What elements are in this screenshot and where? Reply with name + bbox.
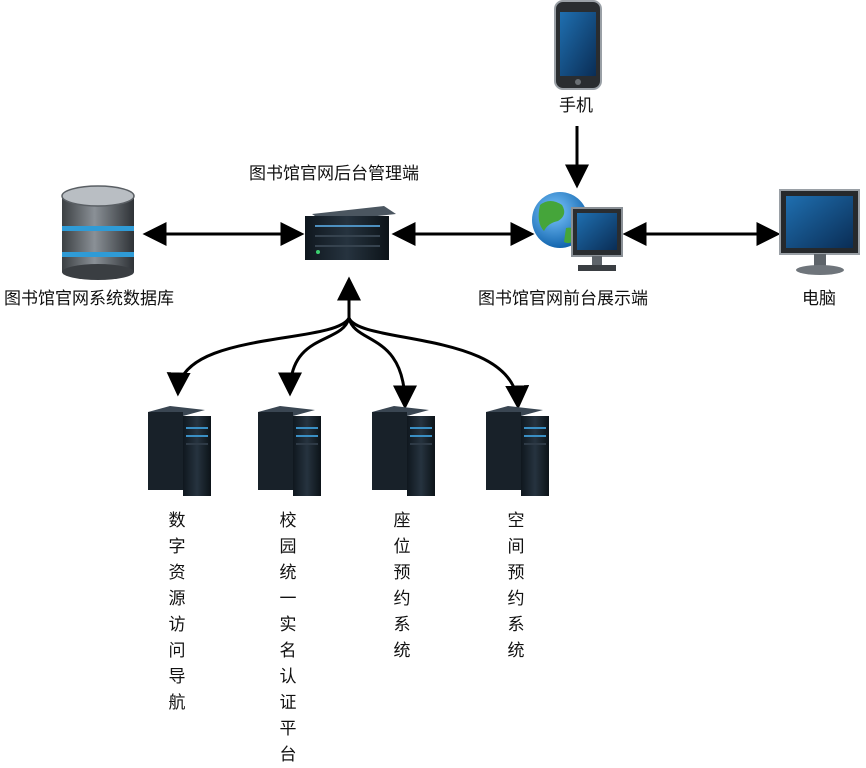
frontend-label: 图书馆官网前台展示端 xyxy=(478,289,648,309)
edge-admin-sub-2 xyxy=(278,317,351,397)
sub-system-label: 空间预约系统 xyxy=(507,511,525,661)
edge-admin-sub-3 xyxy=(347,317,417,410)
smartphone-icon xyxy=(554,0,602,90)
edge-admin-sub-1 xyxy=(166,317,351,397)
monitor-icon xyxy=(779,189,860,275)
database-icon xyxy=(61,185,135,280)
tower-server-icon xyxy=(372,406,435,496)
computer-label: 电脑 xyxy=(802,289,836,309)
database-label: 图书馆官网系统数据库 xyxy=(4,289,174,309)
tower-server-icon xyxy=(258,406,321,496)
tower-server-icon xyxy=(148,406,211,496)
rack-server-icon xyxy=(305,206,396,260)
connectors xyxy=(142,126,781,410)
phone-label: 手机 xyxy=(559,96,593,116)
admin-label: 图书馆官网后台管理端 xyxy=(249,164,419,184)
sub-system-label: 校园统一实名认证平台 xyxy=(279,511,297,765)
sub-system-label: 数字资源访问导航 xyxy=(168,511,186,713)
tower-server-icon xyxy=(486,406,549,496)
edge-admin-sub-4 xyxy=(347,317,530,410)
architecture-diagram xyxy=(61,0,860,496)
sub-system-label: 座位预约系统 xyxy=(393,511,411,661)
globe-monitor-icon xyxy=(532,192,623,271)
